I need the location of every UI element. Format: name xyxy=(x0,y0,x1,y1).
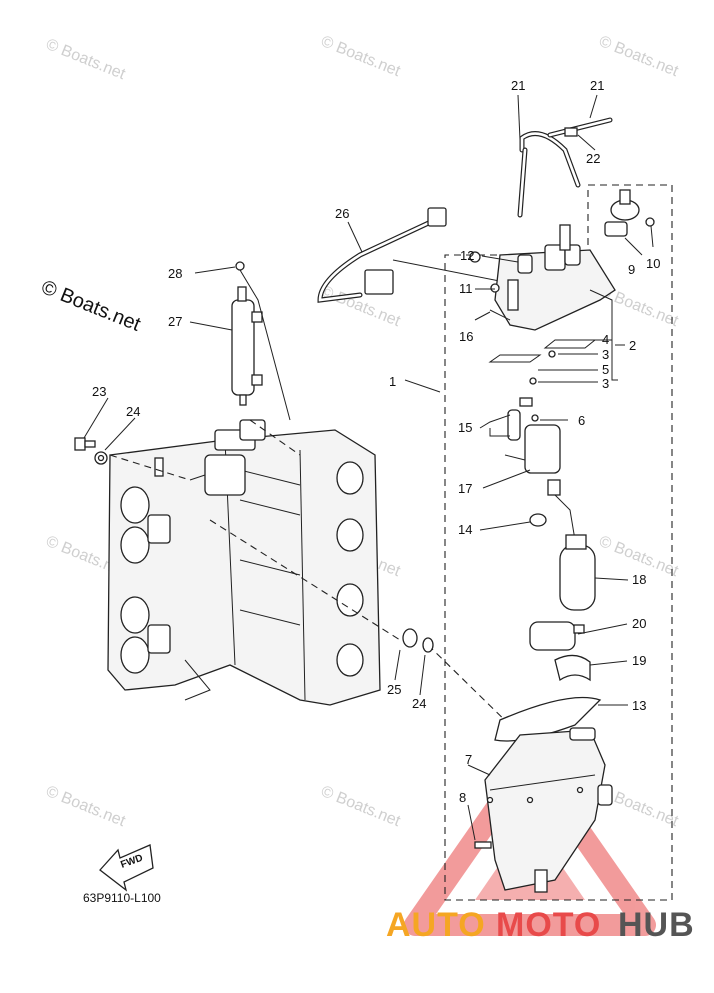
callout-2: 2 xyxy=(629,338,636,353)
part-hoses xyxy=(517,117,613,218)
watermark-large: © Boats.net xyxy=(38,276,144,336)
callout-20: 20 xyxy=(632,616,646,631)
callout-3: 3 xyxy=(602,347,609,362)
leader-line xyxy=(109,454,191,481)
callout-19: 19 xyxy=(632,653,646,668)
callout-labels: 21 21 22 26 12 9 10 11 16 4 2 3 5 3 1 6 … xyxy=(92,78,660,805)
watermark: © Boats.net xyxy=(319,33,404,80)
callout-12: 12 xyxy=(460,248,474,263)
part-separator-top xyxy=(469,189,655,422)
callout-21: 21 xyxy=(590,78,604,93)
callout-10: 10 xyxy=(646,256,660,271)
callout-28: 28 xyxy=(168,266,182,281)
callout-7: 7 xyxy=(465,752,472,767)
callout-16: 16 xyxy=(459,329,473,344)
part-bolt-washer xyxy=(74,437,108,465)
brand-word-moto: MOTO xyxy=(496,906,601,944)
diagram-code: 63P9110-L100 xyxy=(83,891,161,905)
callout-8: 8 xyxy=(459,790,466,805)
callout-15: 15 xyxy=(458,420,472,435)
callout-26: 26 xyxy=(335,206,349,221)
brand-wordmark: AUTO MOTO HUB xyxy=(386,906,695,944)
callout-leaders xyxy=(83,94,654,841)
part-wire-harness xyxy=(317,207,521,303)
part-gasket xyxy=(494,696,602,742)
callout-6: 6 xyxy=(578,413,585,428)
callout-18: 18 xyxy=(632,572,646,587)
brand-word-auto: AUTO xyxy=(386,906,486,944)
part-pump-holder xyxy=(529,621,591,682)
part-filter-cover xyxy=(504,409,561,474)
callout-27: 27 xyxy=(168,314,182,329)
part-float-chamber xyxy=(474,727,613,893)
part-seal-ring xyxy=(402,628,434,653)
leader-line xyxy=(249,419,301,456)
callout-14: 14 xyxy=(458,522,472,537)
engine-block xyxy=(107,419,381,706)
callout-4: 4 xyxy=(602,332,609,347)
watermark: © Boats.net xyxy=(597,33,682,80)
watermark: © Boats.net xyxy=(44,36,129,83)
callout-9: 9 xyxy=(628,262,635,277)
callout-17: 17 xyxy=(458,481,472,496)
part-fuel-pump xyxy=(529,479,596,611)
callout-22: 22 xyxy=(586,151,600,166)
callout-13: 13 xyxy=(632,698,646,713)
callout-3: 3 xyxy=(602,376,609,391)
part-fuel-rail xyxy=(231,261,291,421)
fwd-arrow: FWD xyxy=(99,844,154,892)
watermark: © Boats.net xyxy=(319,783,404,830)
callout-24: 24 xyxy=(126,404,140,419)
watermark: © Boats.net xyxy=(44,783,129,830)
callout-1: 1 xyxy=(389,374,396,389)
callout-24: 24 xyxy=(412,696,426,711)
callout-21: 21 xyxy=(511,78,525,93)
callout-11: 11 xyxy=(459,281,473,296)
leader-line xyxy=(427,644,521,736)
callout-23: 23 xyxy=(92,384,106,399)
callout-5: 5 xyxy=(602,362,609,377)
leader-line xyxy=(209,519,401,641)
callout-25: 25 xyxy=(387,682,401,697)
brand-word-hub: HUB xyxy=(618,906,695,944)
